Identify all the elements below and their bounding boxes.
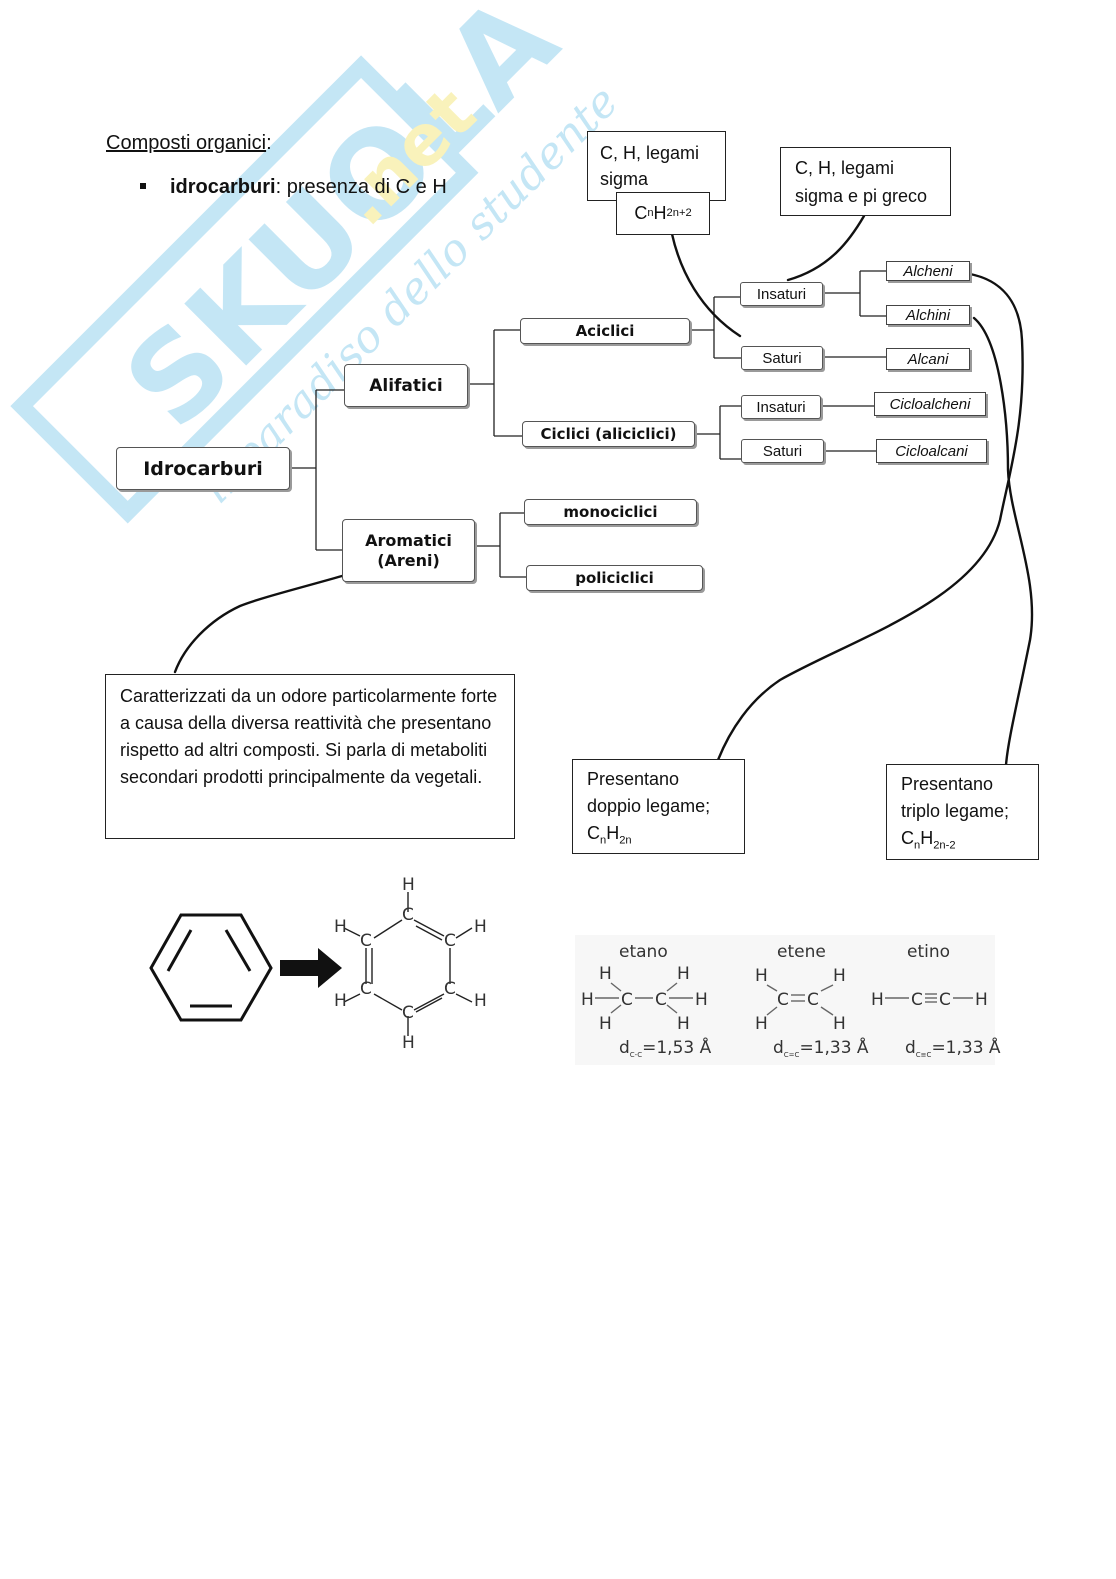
svg-text:H: H [402,875,415,895]
dist-etano: dC-C=1,53 Å [619,1036,712,1059]
node-alifatici: Alifatici [344,364,468,407]
svg-text:C: C [360,931,372,951]
svg-text:H: H [402,1033,415,1053]
leaf-alchini: Alchini [886,305,970,325]
svg-text:H: H [474,917,487,937]
leaf-alcani: Alcani [886,348,970,370]
node-insaturi-ciclici: Insaturi [741,395,821,419]
node-aromatici: Aromatici (Areni) [342,519,475,582]
svg-text:H: H [755,966,768,986]
svg-text:H: H [975,990,988,1010]
page-heading: Composti organici: [106,132,272,155]
label-etene: etene [777,942,826,962]
svg-text:C: C [444,979,456,999]
node-idrocarburi: Idrocarburi [116,447,290,490]
svg-text:C: C [807,990,819,1010]
leaf-cicloalcani: Cicloalcani [876,439,987,463]
node-ciclici: Ciclici (aliciclici) [522,421,695,447]
node-saturi-aciclici: Saturi [741,346,823,370]
svg-text:H: H [695,990,708,1010]
svg-text:H: H [334,917,347,937]
bullet-term: idrocarburi [170,176,276,198]
node-policiclici: policiclici [526,565,703,591]
leaf-cicloalcheni: Cicloalcheni [874,392,986,416]
note-legami-sigma-pi: C, H, legami sigma e pi greco [780,147,951,216]
svg-text:C: C [402,1003,414,1023]
svg-text:H: H [755,1014,768,1034]
node-saturi-ciclici: Saturi [741,439,824,463]
svg-text:H: H [833,966,846,986]
svg-text:H: H [677,964,690,984]
svg-text:H: H [334,991,347,1011]
heading-title: Composti organici [106,132,267,154]
svg-text:H: H [871,990,884,1010]
svg-text:C: C [655,990,667,1010]
leaf-alcheni: Alcheni [886,261,970,281]
note-aromatici: Caratterizzati da un odore particolarmen… [105,674,515,839]
svg-text:C: C [360,979,372,999]
svg-text:C: C [939,990,951,1010]
heading-colon: : [266,132,272,154]
svg-text:H: H [599,1014,612,1034]
label-etano: etano [619,942,668,962]
svg-text:C: C [777,990,789,1010]
node-insaturi-aciclici: Insaturi [740,282,823,306]
benzene-figure: H C C C C C C H H H H H [149,875,487,1053]
svg-text:H: H [581,990,594,1010]
benzene-structural-formula: H C C C C C C H H H H H [334,875,487,1053]
node-monociclici: monociclici [524,499,697,525]
label-etino: etino [907,942,950,962]
svg-text:H: H [677,1014,690,1034]
benzene-hexagon-icon [149,913,273,1022]
node-aciclici: Aciclici [520,318,690,344]
note-doppio-legame: Presentano doppio legame;CnH2n [572,759,745,854]
svg-text:C: C [621,990,633,1010]
bullet-square-icon [140,182,146,189]
svg-text:H: H [474,991,487,1011]
note-triplo-legame: Presentano triplo legame;CnH2n-2 [886,764,1039,860]
svg-text:C: C [911,990,923,1010]
svg-text:C: C [402,905,414,925]
svg-text:H: H [599,964,612,984]
arrow-right-icon [280,948,342,988]
bullet-rest: : presenza di C e H [275,176,447,198]
dist-etene: dC=C=1,33 Å [773,1036,869,1059]
note-legami-sigma: C, H, legami sigma [587,131,726,201]
svg-text:H: H [833,1014,846,1034]
svg-text:C: C [444,931,456,951]
bullet-idrocarburi: idrocarburi: presenza di C e H [140,176,447,199]
dist-etino: dC≡C=1,33 Å [905,1036,1001,1059]
